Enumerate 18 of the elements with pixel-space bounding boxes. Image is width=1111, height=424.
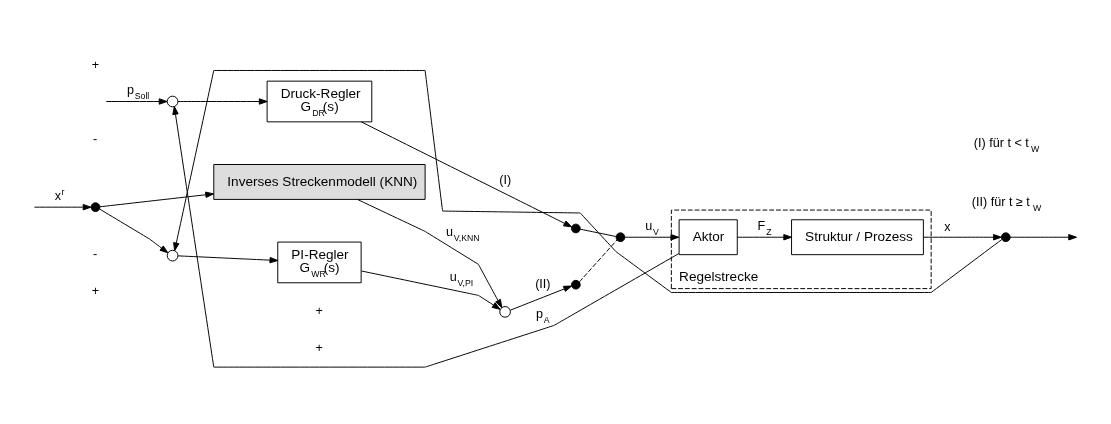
- edge-label: p$_{Soll}$: [127, 82, 150, 101]
- label: -: [93, 131, 98, 146]
- label: +: [315, 303, 323, 318]
- edge-label: u$_{V}$: [645, 218, 659, 237]
- edge-label: u$_{V,KNN}$: [445, 224, 480, 243]
- edge-label: x$^{r}$: [54, 186, 65, 203]
- label: +: [91, 283, 99, 298]
- edge-label: (II): [535, 276, 551, 291]
- edge-label: p$_{A}$: [536, 306, 550, 325]
- edge-label: (I): [499, 172, 512, 187]
- label: (I) für t < t$_{W}$: [973, 135, 1040, 154]
- label: -: [93, 246, 98, 261]
- label: (II) für t ≥ t$_{W}$: [971, 194, 1042, 213]
- edge-label: F$_{Z}$: [757, 218, 772, 237]
- edge-label: u$_{V,PI}$: [449, 269, 474, 288]
- label: +: [315, 340, 323, 355]
- edge-label: x: [944, 219, 951, 234]
- label: +: [91, 57, 99, 72]
